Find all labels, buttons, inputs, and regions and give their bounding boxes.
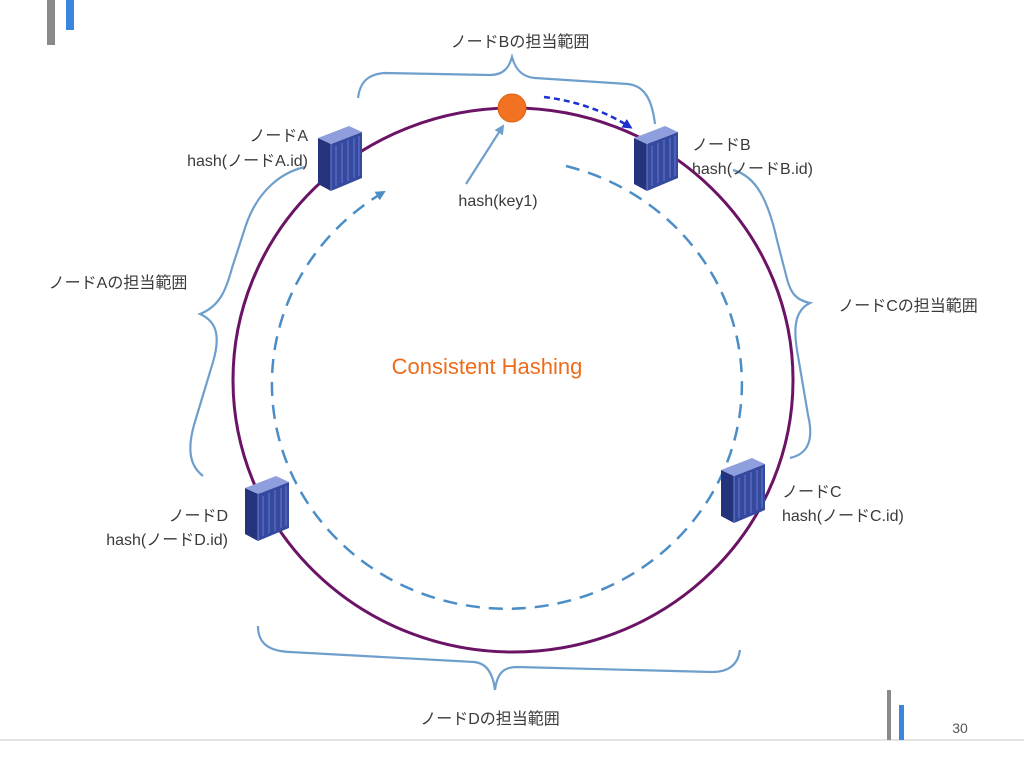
key-move-arrow (543, 95, 633, 129)
node-c-name: ノードC (782, 484, 842, 501)
range-brace-c (732, 168, 814, 460)
diagram-title: Consistent Hashing (392, 354, 583, 379)
node-b-hash: hash(ノードB.id) (692, 161, 813, 178)
accent-bar-blue-bottom (899, 705, 904, 740)
page-number: 30 (952, 720, 968, 736)
key-label: hash(key1) (458, 193, 537, 210)
range-label-c: ノードCの担当範囲 (838, 297, 978, 315)
range-label-d: ノードDの担当範囲 (420, 710, 560, 728)
range-label-b: ノードBの担当範囲 (451, 33, 590, 51)
node-c-hash: hash(ノードC.id) (782, 508, 904, 525)
range-brace-a (189, 165, 306, 477)
range-brace-b (356, 52, 657, 125)
key-dot (497, 93, 527, 123)
accent-bar-gray-bottom (887, 690, 891, 740)
lookup-direction-arc (270, 164, 744, 611)
range-label-a: ノードAの担当範囲 (49, 274, 188, 292)
accent-bar-gray-top (47, 0, 55, 45)
key-pointer-arrow (465, 124, 505, 185)
node-a-hash: hash(ノードA.id) (187, 153, 308, 170)
node-d-hash: hash(ノードD.id) (106, 532, 228, 549)
node-a-name: ノードA (249, 128, 308, 145)
accent-bar-blue-top (66, 0, 74, 30)
node-d-name: ノードD (168, 508, 228, 525)
range-brace-d (256, 625, 742, 691)
node-b-name: ノードB (692, 137, 751, 154)
